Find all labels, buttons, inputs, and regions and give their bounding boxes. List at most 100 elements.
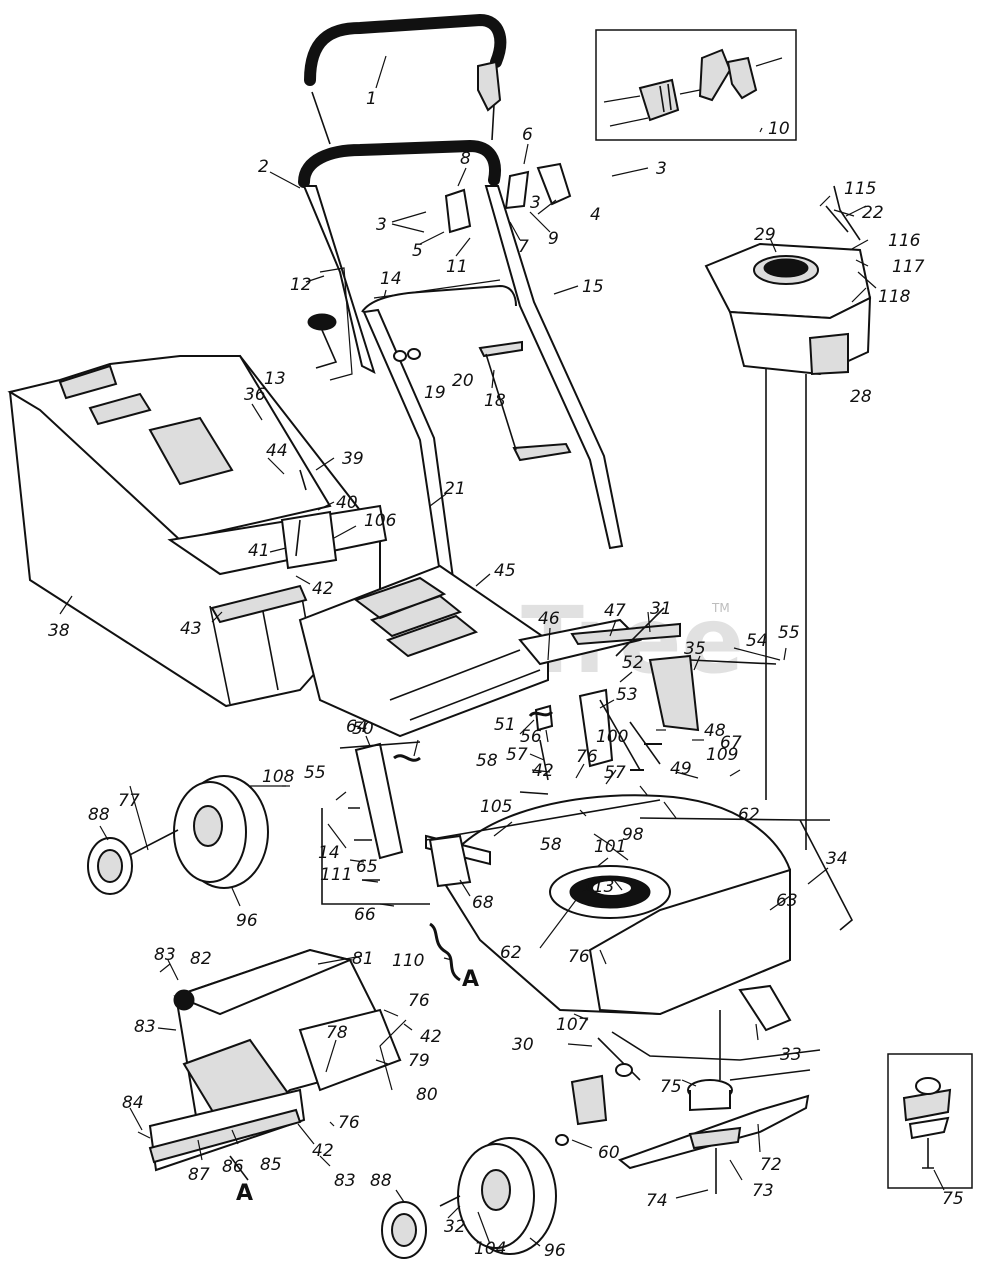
callout-67: 67 [720,733,742,753]
leader-lines [59,55,945,1247]
callout-51: 51 [494,715,516,735]
callout-3: 3 [376,215,387,235]
ref-letter-a: A [462,967,479,992]
callout-56: 56 [520,727,542,747]
inset-75-blade-adapter [887,1053,973,1189]
callout-28: 28 [850,387,872,407]
callout-40: 40 [336,493,358,513]
callout-62: 62 [500,943,522,963]
callout-9: 9 [548,229,559,249]
hubcap-right [381,1201,427,1259]
callout-20: 20 [452,371,474,391]
callout-78: 78 [326,1023,348,1043]
callout-88: 88 [370,1171,392,1191]
callout-64: 64 [346,717,368,737]
ref-letter-a: A [236,1181,253,1206]
callout-48: 48 [704,721,726,741]
grass-catcher-bag [7,354,388,708]
callout-74: 74 [646,1191,668,1211]
callout-30: 30 [512,1035,534,1055]
callout-98: 98 [622,825,644,845]
callout-76: 76 [338,1113,360,1133]
callout-83: 83 [134,1017,156,1037]
callout-53: 53 [616,685,638,705]
callout-72: 72 [760,1155,782,1175]
callout-52: 52 [622,653,644,673]
rear-shield-assembly [298,564,777,795]
callout-82: 82 [190,949,212,969]
callout-13: 13 [264,369,286,389]
callout-116: 116 [888,231,921,251]
callout-22: 22 [862,203,884,223]
callout-29: 29 [754,225,776,245]
callout-62: 62 [738,805,760,825]
callout-14: 14 [380,269,402,289]
callout-19: 19 [424,383,446,403]
callout-58: 58 [540,835,562,855]
callout-109: 109 [706,745,738,765]
callout-35: 35 [684,639,706,659]
callout-10: 10 [768,119,790,139]
callout-65: 65 [356,857,378,877]
callout-113: 113 [582,877,614,897]
callout-110: 110 [392,951,424,971]
callout-75: 75 [660,1077,682,1097]
callout-39: 39 [342,449,364,469]
callout-15: 15 [582,277,604,297]
engine [704,185,872,850]
callout-96: 96 [544,1241,566,1261]
callout-76: 76 [576,747,598,767]
callout-47: 47 [604,601,626,621]
callout-12: 12 [290,275,312,295]
callout-2: 2 [258,157,269,177]
callout-107: 107 [556,1015,589,1035]
callout-58: 58 [476,751,498,771]
callout-31: 31 [650,599,672,619]
callout-84: 84 [122,1093,144,1113]
callout-100: 100 [596,727,628,747]
callout-41: 41 [248,541,270,561]
callout-8: 8 [460,149,471,169]
callout-5: 5 [412,241,423,261]
callout-73: 73 [752,1181,774,1201]
callout-57: 57 [506,745,528,765]
callout-50: 50 [352,719,374,739]
callout-14: 14 [318,843,340,863]
callout-111: 111 [320,865,352,885]
callout-11: 11 [446,257,468,277]
callout-105: 105 [480,797,512,817]
blade-assembly [555,1010,811,1194]
callout-88: 88 [88,805,110,825]
rear-wheel-left [119,775,269,889]
callout-55: 55 [304,763,326,783]
callout-115: 115 [844,179,876,199]
callout-66: 66 [354,905,376,925]
callout-42: 42 [312,579,334,599]
callout-43: 43 [180,619,202,639]
callout-4: 4 [590,205,601,225]
inset-10-switch-assembly [595,29,797,141]
callout-57: 57 [604,763,626,783]
callout-21: 21 [444,479,466,499]
callout-1: 1 [366,89,377,109]
callout-75: 75 [942,1189,964,1209]
callout-54: 54 [746,631,768,651]
callout-85: 85 [260,1155,282,1175]
hubcap-left [87,837,133,895]
callout-86: 86 [222,1157,244,1177]
callout-63: 63 [776,891,798,911]
callout-44: 44 [266,441,288,461]
callout-18: 18 [484,391,506,411]
callout-6: 6 [522,125,533,145]
callout-96: 96 [236,911,258,931]
callout-46: 46 [538,609,560,629]
callout-34: 34 [826,849,848,869]
callout-79: 79 [408,1051,430,1071]
callout-87: 87 [188,1165,210,1185]
side-discharge-chute [148,948,402,1181]
callout-106: 106 [364,511,397,531]
callout-36: 36 [244,385,266,405]
callout-118: 118 [878,287,911,307]
callout-60: 60 [598,1143,620,1163]
